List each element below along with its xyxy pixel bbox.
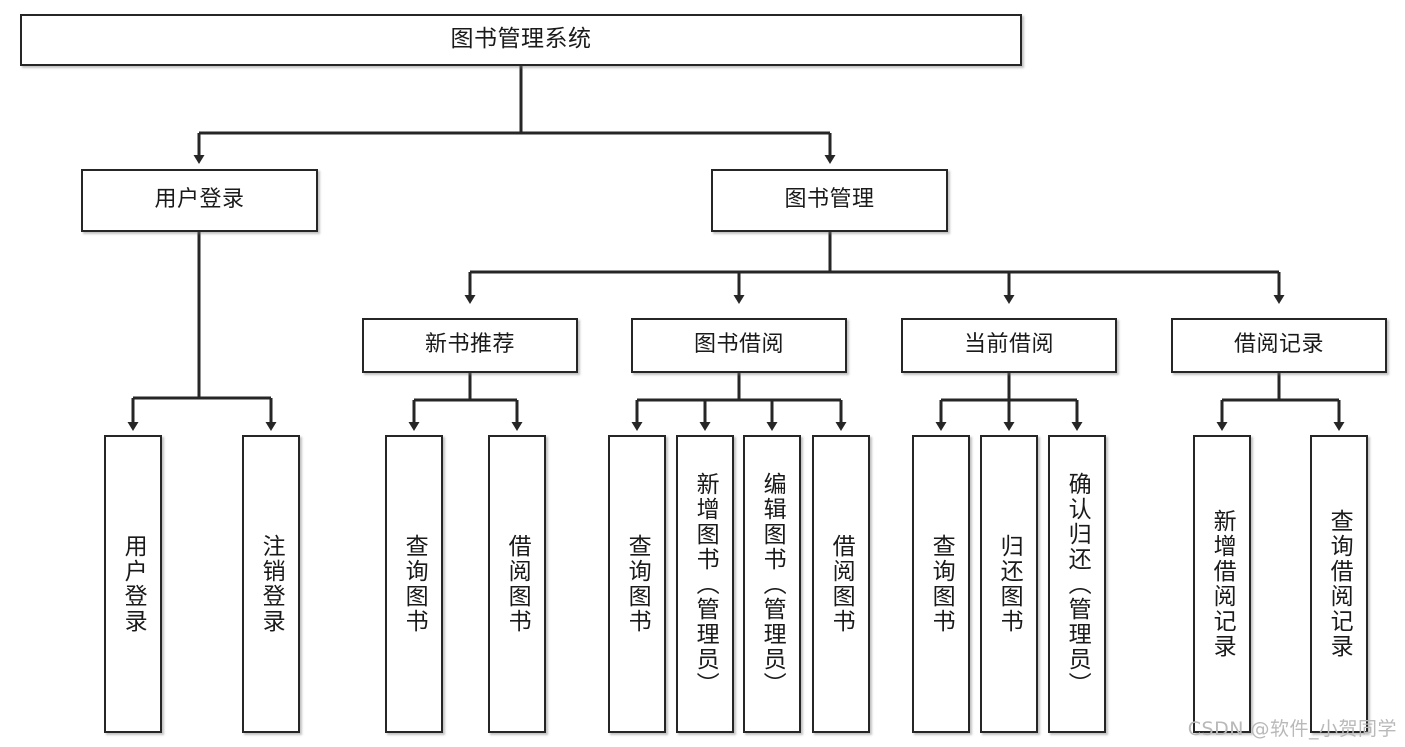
node-label: 查询图书: [928, 534, 955, 634]
node-leaf-edit-book-admin[interactable]: 编辑图书（管理员）: [743, 435, 801, 733]
node-leaf-add-book-admin[interactable]: 新增图书（管理员）: [676, 435, 734, 733]
node-label: 用户登录: [154, 187, 245, 213]
node-label: 当前借阅: [963, 332, 1054, 358]
node-book-management[interactable]: 图书管理: [711, 169, 948, 232]
node-label: 新书推荐: [424, 332, 515, 358]
node-root-book-management-system[interactable]: 图书管理系统: [20, 14, 1022, 66]
node-label: 图书管理: [784, 187, 875, 213]
node-new-book-recommend[interactable]: 新书推荐: [362, 318, 578, 373]
node-leaf-return-book[interactable]: 归还图书: [980, 435, 1038, 733]
node-label: 借阅图书: [504, 534, 531, 634]
node-user-login[interactable]: 用户登录: [81, 169, 318, 232]
node-label: 确认归还（管理员）: [1064, 471, 1091, 697]
node-label: 查询借阅记录: [1326, 509, 1353, 659]
node-leaf-query-book-current[interactable]: 查询图书: [912, 435, 970, 733]
node-label: 借阅图书: [828, 534, 855, 634]
node-label: 图书管理系统: [450, 26, 592, 53]
node-label: 注销登录: [258, 534, 285, 634]
node-label: 新增图书（管理员）: [692, 471, 719, 697]
node-leaf-borrow-book-recommend[interactable]: 借阅图书: [488, 435, 546, 733]
node-leaf-user-login[interactable]: 用户登录: [104, 435, 162, 733]
node-borrow-record[interactable]: 借阅记录: [1171, 318, 1387, 373]
node-label: 查询图书: [624, 534, 651, 634]
node-label: 借阅记录: [1233, 332, 1324, 358]
node-current-borrow[interactable]: 当前借阅: [901, 318, 1117, 373]
node-leaf-borrow-book[interactable]: 借阅图书: [812, 435, 870, 733]
node-label: 编辑图书（管理员）: [759, 471, 786, 697]
node-leaf-query-book-recommend[interactable]: 查询图书: [385, 435, 443, 733]
node-leaf-query-borrow-record[interactable]: 查询借阅记录: [1310, 435, 1368, 733]
csdn-watermark: CSDN @软件_小贺同学: [1187, 718, 1397, 740]
node-label: 归还图书: [996, 534, 1023, 634]
node-label: 用户登录: [120, 534, 147, 634]
node-leaf-add-borrow-record[interactable]: 新增借阅记录: [1193, 435, 1251, 733]
node-label: 图书借阅: [693, 332, 784, 358]
node-leaf-query-book-borrow[interactable]: 查询图书: [608, 435, 666, 733]
node-label: 查询图书: [401, 534, 428, 634]
node-leaf-confirm-return-admin[interactable]: 确认归还（管理员）: [1048, 435, 1106, 733]
node-book-borrow[interactable]: 图书借阅: [631, 318, 847, 373]
node-leaf-logout[interactable]: 注销登录: [242, 435, 300, 733]
node-label: 新增借阅记录: [1209, 509, 1236, 659]
